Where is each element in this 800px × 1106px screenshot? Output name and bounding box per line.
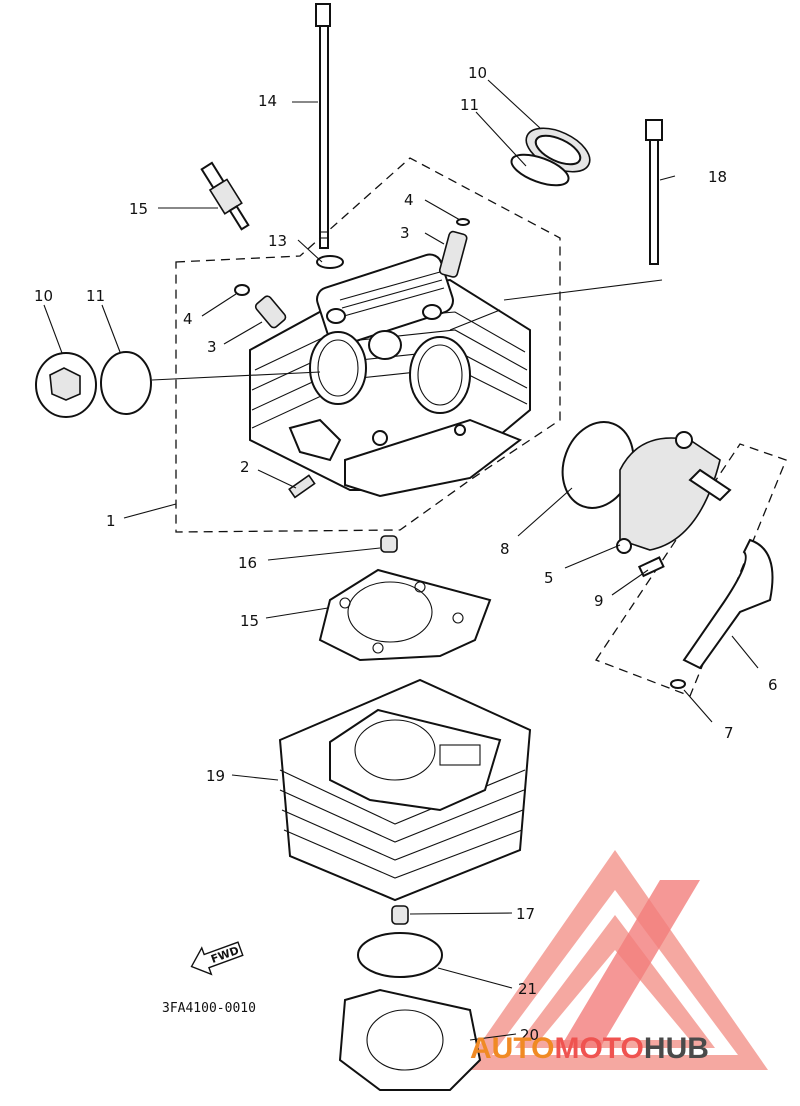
label-21: 21 (518, 980, 537, 998)
label-12: 13 (268, 232, 287, 250)
label-20: 20 (520, 1026, 539, 1044)
label-18: 18 (708, 168, 727, 186)
label-10-left: 10 (34, 287, 53, 305)
cylinder-head (249, 253, 531, 498)
valve-guide-3-right (438, 230, 468, 278)
fwd-arrow-icon: FWD (190, 941, 244, 976)
o-ring-21 (357, 932, 443, 978)
label-10-top: 10 (468, 64, 487, 82)
valve-guide-3-left (254, 295, 287, 329)
label-9: 9 (594, 592, 604, 610)
label-6: 6 (768, 676, 778, 694)
valve-seal-4-left (234, 284, 250, 296)
watermark-text: AUTOMOTOHUB (470, 1032, 709, 1065)
label-4-left: 4 (183, 310, 193, 328)
label-8: 8 (500, 540, 510, 558)
label-17: 17 (516, 905, 535, 923)
leader-lines (43, 79, 759, 1041)
clip-7 (670, 679, 686, 689)
washer-12 (316, 255, 344, 269)
stud-bolt-13 (315, 3, 331, 249)
label-13: 14 (258, 92, 277, 110)
label-11-top: 11 (460, 96, 479, 114)
label-3-top: 3 (400, 224, 410, 242)
breather-pipe-6 (682, 538, 774, 670)
o-ring-11-left (100, 351, 152, 415)
label-14: 15 (129, 200, 148, 218)
label-5: 5 (544, 569, 554, 587)
label-16: 16 (238, 554, 257, 572)
spark-plug-14 (200, 161, 250, 231)
watermark-prefix: AUTO (470, 1032, 554, 1065)
label-1: 1 (106, 512, 116, 530)
watermark-middle: MOTO (554, 1032, 643, 1065)
stud-2 (288, 474, 316, 499)
dowel-17 (391, 905, 409, 925)
label-11-left: 11 (86, 287, 105, 305)
label-2: 2 (240, 458, 250, 476)
label-4-top: 4 (404, 191, 414, 209)
valve-seal-4-right (456, 218, 470, 226)
base-gasket-20 (338, 988, 482, 1091)
label-3-left: 3 (207, 338, 217, 356)
bolt-18 (645, 119, 663, 265)
label-7: 7 (724, 724, 734, 742)
cylinder-19 (278, 678, 532, 902)
valve-cap-10-left (35, 352, 97, 418)
drawing-code: 3FA4100-0010 (162, 1001, 256, 1016)
head-group-outline (175, 157, 561, 533)
breather-cover-5 (616, 431, 732, 554)
head-gasket-15 (318, 568, 492, 662)
part-number-labels: 14 15 13 10 11 4 3 18 10 11 4 3 2 1 16 1… (34, 64, 778, 1044)
watermark-suffix: HUB (644, 1032, 709, 1065)
label-15: 15 (240, 612, 259, 630)
watermark-logo-icon (462, 850, 768, 1070)
fwd-label: FWD (209, 944, 240, 966)
label-19: 19 (206, 767, 225, 785)
dowel-16 (380, 535, 398, 553)
o-ring-11-top (510, 153, 570, 187)
